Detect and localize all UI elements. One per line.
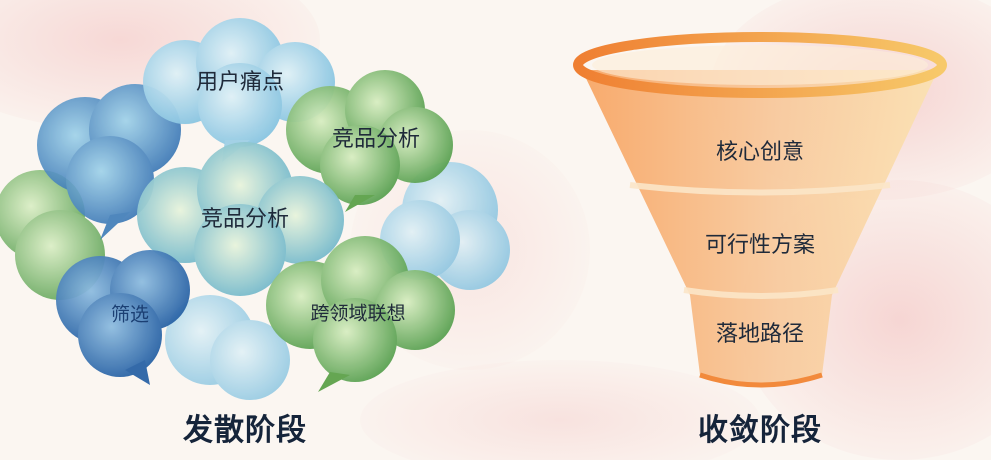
cloud-cross-domain <box>266 236 455 392</box>
funnel <box>573 32 947 388</box>
cloud-shape <box>165 295 290 400</box>
cloud-user-pain <box>143 18 335 162</box>
cloud-competitor-analysis-center <box>137 142 344 296</box>
cloud-label-user-pain: 用户痛点 <box>195 70 285 95</box>
divergent-stage-title: 发散阶段 <box>183 413 307 448</box>
cloud-filter <box>56 250 190 385</box>
funnel-label-feasible-plan: 可行性方案 <box>704 233 816 258</box>
cloud-label-filter: 筛选 <box>110 303 150 326</box>
convergent-stage-title: 收敛阶段 <box>698 413 822 448</box>
funnel-label-core-idea: 核心创意 <box>715 140 805 165</box>
cloud-label-competitor-center: 竞品分析 <box>200 207 290 232</box>
cloud-shape <box>380 162 510 290</box>
funnel-divider <box>683 287 839 299</box>
funnel-label-landing-path: 落地路径 <box>715 322 805 347</box>
cloud-label-competitor-top: 竞品分析 <box>331 127 421 152</box>
cloud-shape <box>37 84 181 240</box>
cloud-competitor-analysis-top <box>286 70 453 212</box>
funnel-rim <box>573 32 947 98</box>
funnel-divider <box>629 182 891 196</box>
cloud-label-cross-domain: 跨领域联想 <box>310 302 406 325</box>
funnel-body <box>582 70 938 385</box>
thought-cloud-cluster <box>0 18 510 400</box>
